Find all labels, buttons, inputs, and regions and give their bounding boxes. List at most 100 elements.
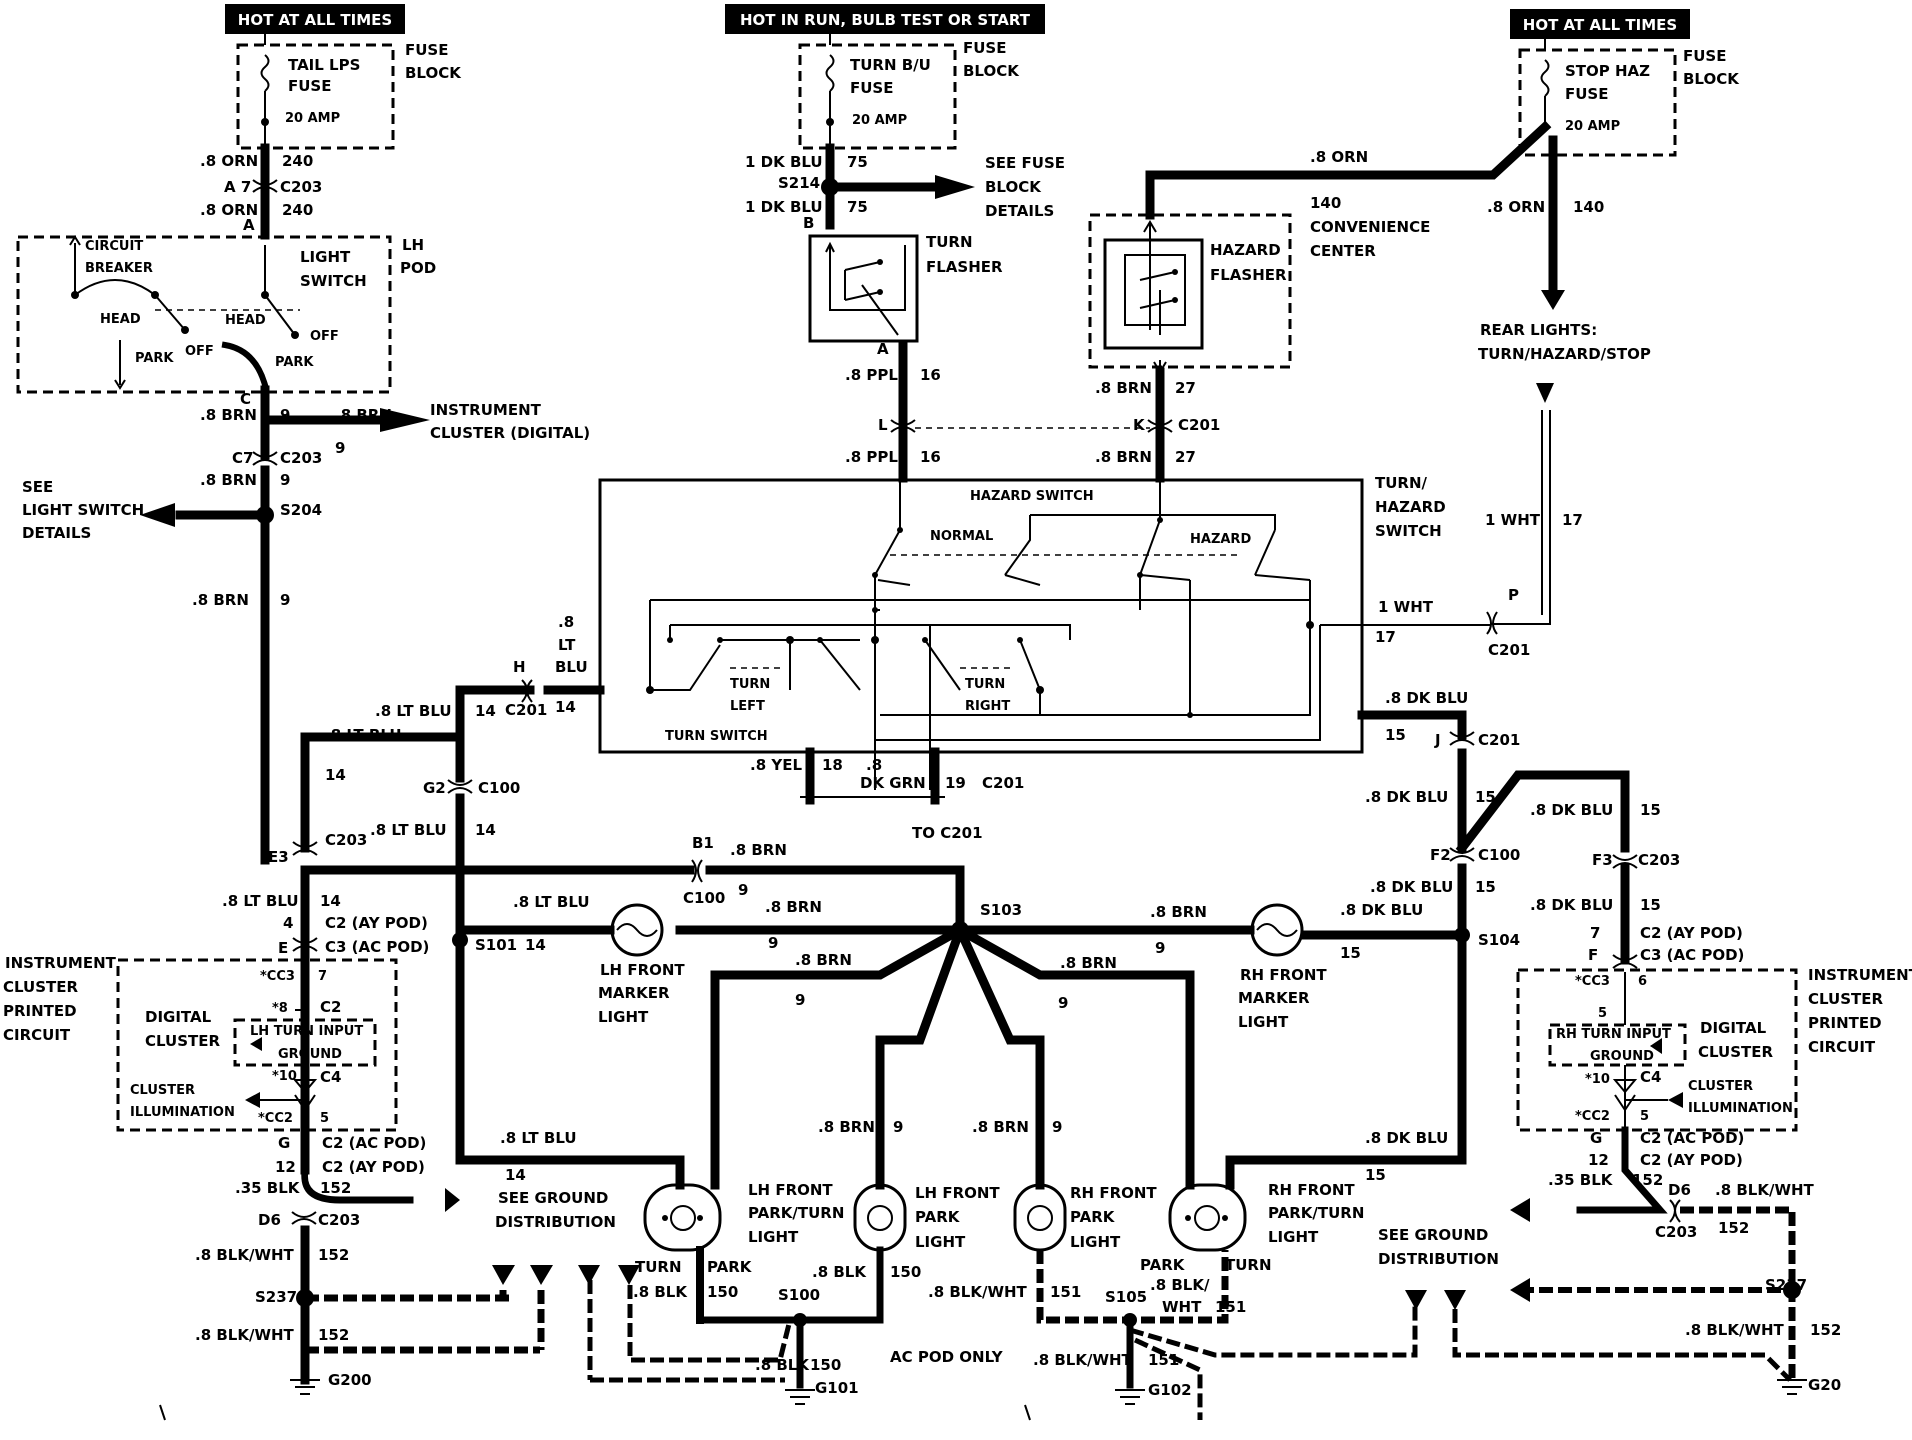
- svg-text:S204: S204: [280, 501, 322, 519]
- svg-text:S103: S103: [980, 901, 1022, 919]
- svg-text:PARK: PARK: [915, 1208, 961, 1226]
- svg-text:152: 152: [1810, 1321, 1841, 1339]
- svg-text:.8 LT BLU: .8 LT BLU: [375, 702, 452, 720]
- svg-text:75: 75: [847, 198, 868, 216]
- svg-text:.8 LT BLU: .8 LT BLU: [222, 892, 299, 910]
- svg-text:9: 9: [893, 1118, 903, 1136]
- svg-text:PRINTED: PRINTED: [1808, 1014, 1882, 1032]
- svg-text:.8 DK BLU: .8 DK BLU: [1530, 801, 1613, 819]
- svg-text:5: 5: [1598, 1006, 1607, 1021]
- svg-text:.8: .8: [558, 613, 574, 631]
- svg-text:HAZARD SWITCH: HAZARD SWITCH: [970, 489, 1094, 504]
- svg-text:.8: .8: [866, 756, 882, 774]
- svg-text:C2 (AY POD): C2 (AY POD): [1640, 1151, 1743, 1169]
- svg-text:CIRCUIT: CIRCUIT: [3, 1026, 71, 1044]
- svg-text:.8 BLK/: .8 BLK/: [1150, 1276, 1210, 1294]
- svg-text:9: 9: [335, 439, 345, 457]
- switch-outputs: [800, 747, 945, 805]
- lh-front-marker-light: LH FRONT MARKER LIGHT: [455, 903, 685, 1026]
- svg-text:C4: C4: [320, 1068, 341, 1086]
- svg-text:CIRCUIT: CIRCUIT: [1808, 1038, 1876, 1056]
- turn-flasher: TURN FLASHER: [808, 233, 1003, 343]
- svg-text:152: 152: [1718, 1219, 1749, 1237]
- svg-text:BLOCK: BLOCK: [963, 62, 1020, 80]
- svg-text:240: 240: [282, 152, 313, 170]
- svg-text:.8 DK BLU: .8 DK BLU: [1370, 878, 1453, 896]
- svg-text:DISTRIBUTION: DISTRIBUTION: [495, 1213, 616, 1231]
- svg-text:F: F: [1588, 946, 1598, 964]
- svg-text:1 DK BLU: 1 DK BLU: [745, 198, 823, 216]
- svg-text:15: 15: [1385, 726, 1406, 744]
- svg-text:RH FRONT: RH FRONT: [1070, 1184, 1157, 1202]
- svg-text:C203: C203: [280, 449, 322, 467]
- svg-text:SEE GROUND: SEE GROUND: [1378, 1226, 1488, 1244]
- svg-text:C203: C203: [325, 831, 367, 849]
- svg-text:LIGHT: LIGHT: [1238, 1013, 1289, 1031]
- svg-text:POD: POD: [400, 259, 436, 277]
- svg-text:PARK/TURN: PARK/TURN: [1268, 1204, 1364, 1222]
- dk-blu-circuit: [1225, 710, 1630, 1190]
- rh-instrument-cluster: INSTRUMENT CLUSTER PRINTED CIRCUIT DIGIT…: [1516, 966, 1912, 1132]
- svg-text:9: 9: [1155, 939, 1165, 957]
- svg-text:18: 18: [822, 756, 843, 774]
- svg-text:F3: F3: [1592, 851, 1613, 869]
- svg-text:INSTRUMENT: INSTRUMENT: [5, 954, 117, 972]
- svg-text:152: 152: [318, 1246, 349, 1264]
- svg-text:FUSE: FUSE: [288, 77, 331, 95]
- lh-pod: LH POD LIGHT SWITCH CIRCUIT BREAKER HEAD…: [16, 235, 436, 394]
- svg-text:G: G: [278, 1134, 290, 1152]
- svg-text:15: 15: [1475, 878, 1496, 896]
- svg-text:G: G: [1590, 1129, 1602, 1147]
- svg-text:CIRCUIT: CIRCUIT: [85, 239, 143, 254]
- svg-text:1 WHT: 1 WHT: [1378, 598, 1434, 616]
- svg-text:.8 ORN: .8 ORN: [200, 152, 258, 170]
- svg-text:14: 14: [555, 698, 576, 716]
- svg-text:.8 LT BLU: .8 LT BLU: [325, 726, 402, 744]
- hazard-flasher: HAZARD FLASHER: [1088, 213, 1292, 374]
- svg-text:S105: S105: [1105, 1288, 1147, 1306]
- svg-text:*10: *10: [1585, 1072, 1610, 1087]
- lh-ground-wires: [290, 1165, 553, 1395]
- svg-text:.8 ORN: .8 ORN: [1487, 198, 1545, 216]
- svg-text:HEAD: HEAD: [100, 312, 141, 327]
- svg-text:9: 9: [1058, 994, 1068, 1012]
- svg-text:LIGHT SWITCH: LIGHT SWITCH: [22, 501, 144, 519]
- svg-text:D6: D6: [258, 1211, 281, 1229]
- svg-text:S237: S237: [1765, 1276, 1807, 1294]
- svg-text:S101: S101: [475, 936, 517, 954]
- svg-text:15: 15: [1640, 801, 1661, 819]
- svg-text:AC POD ONLY: AC POD ONLY: [890, 1348, 1004, 1366]
- svg-text:D6: D6: [1668, 1181, 1691, 1199]
- svg-text:STOP HAZ: STOP HAZ: [1565, 62, 1650, 80]
- svg-text:.8 BLK/WHT: .8 BLK/WHT: [1715, 1181, 1815, 1199]
- svg-text:C203: C203: [280, 178, 322, 196]
- svg-text:.8 BRN: .8 BRN: [192, 591, 249, 609]
- svg-text:15: 15: [1475, 788, 1496, 806]
- svg-text:CLUSTER (DIGITAL): CLUSTER (DIGITAL): [430, 424, 590, 442]
- svg-text:B1: B1: [692, 834, 714, 852]
- svg-text:A: A: [243, 216, 255, 234]
- svg-text:LIGHT: LIGHT: [1070, 1233, 1121, 1251]
- svg-text:A 7: A 7: [224, 178, 251, 196]
- svg-text:151: 151: [1215, 1298, 1246, 1316]
- svg-text:RIGHT: RIGHT: [965, 699, 1010, 714]
- svg-text:14: 14: [475, 702, 496, 720]
- svg-text:ILLUMINATION: ILLUMINATION: [1688, 1101, 1793, 1116]
- svg-text:C: C: [240, 390, 251, 408]
- svg-text:.8 LT BLU: .8 LT BLU: [370, 821, 447, 839]
- svg-text:15: 15: [1340, 944, 1361, 962]
- svg-text:.8 BRN: .8 BRN: [1060, 954, 1117, 972]
- svg-text:5: 5: [1640, 1109, 1649, 1124]
- svg-text:140: 140: [1573, 198, 1604, 216]
- svg-text:TURN/HAZARD/STOP: TURN/HAZARD/STOP: [1478, 345, 1651, 363]
- svg-text:.8 PPL: .8 PPL: [845, 448, 898, 466]
- svg-text:RH FRONT: RH FRONT: [1268, 1181, 1355, 1199]
- rh-ground-wires: [1510, 1126, 1807, 1395]
- svg-text:HOT AT ALL TIMES: HOT AT ALL TIMES: [238, 11, 392, 29]
- svg-text:.8 BRN: .8 BRN: [200, 471, 257, 489]
- svg-text:LH FRONT: LH FRONT: [748, 1181, 833, 1199]
- svg-text:1 DK BLU: 1 DK BLU: [745, 153, 823, 171]
- svg-text:.35 BLK: .35 BLK: [235, 1179, 301, 1197]
- svg-text:BLOCK: BLOCK: [405, 64, 462, 82]
- svg-text:.8 YEL: .8 YEL: [750, 756, 802, 774]
